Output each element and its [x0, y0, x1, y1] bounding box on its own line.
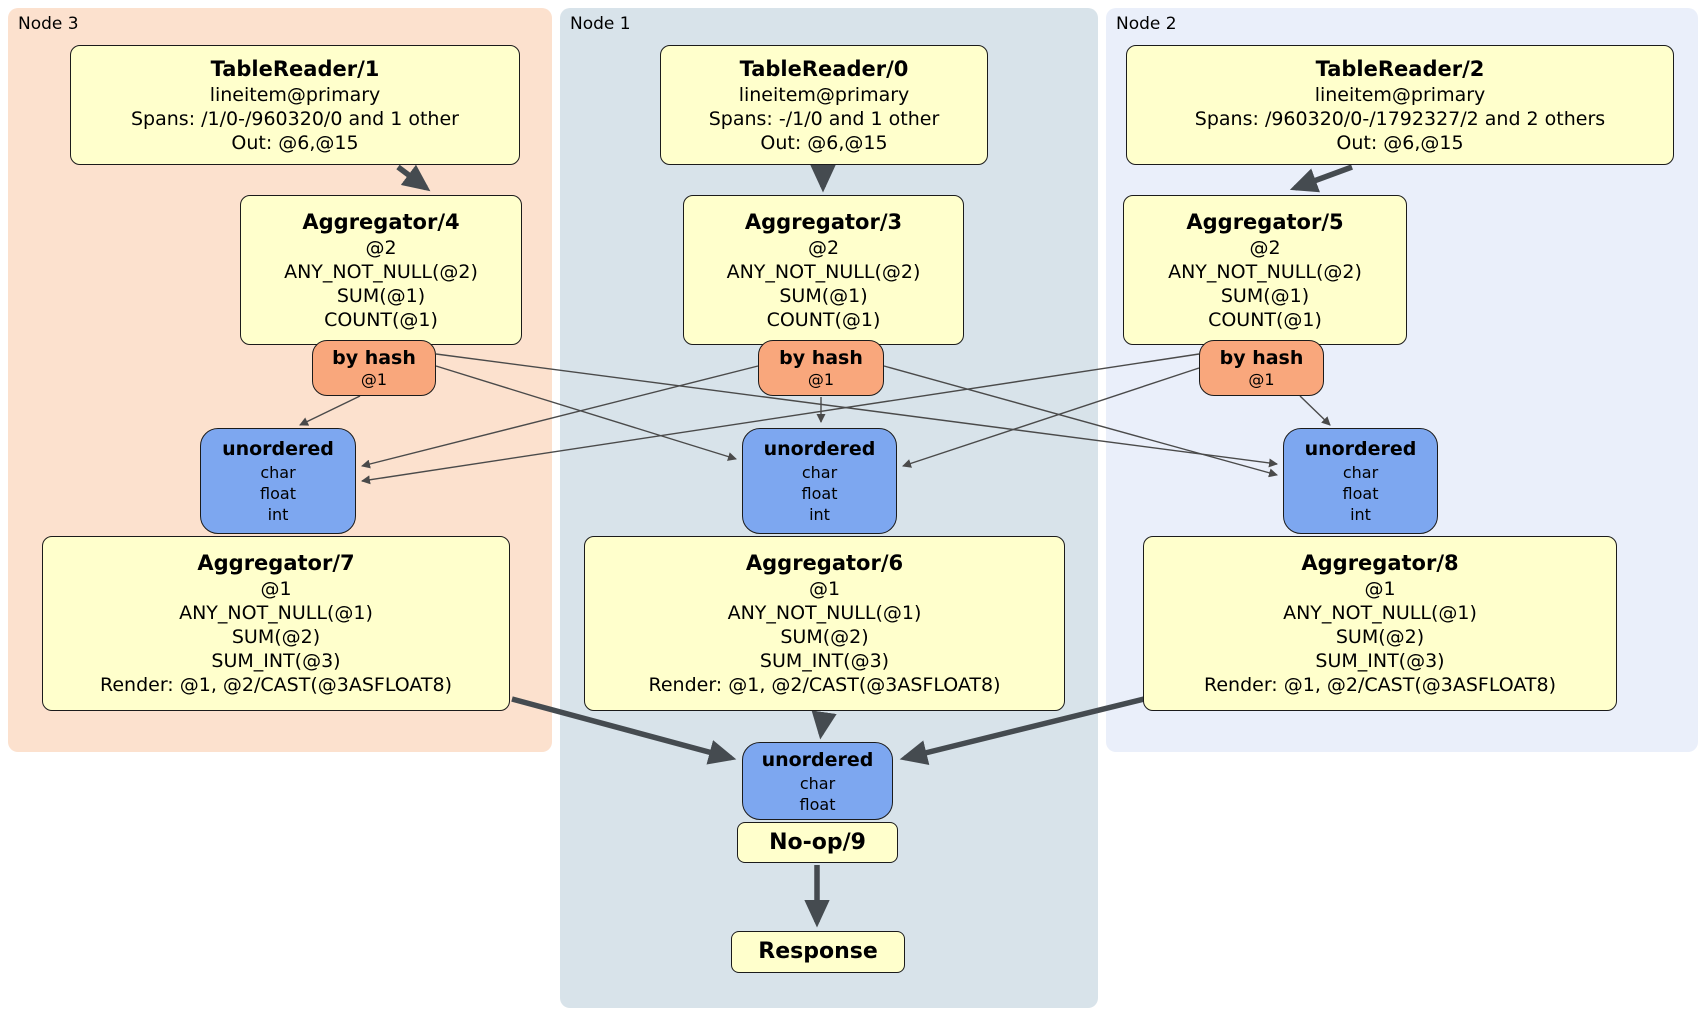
- spans-line: Spans: -/1/0 and 1 other: [708, 107, 940, 130]
- agg-line: @1: [1364, 578, 1396, 600]
- box-title: No-op/9: [769, 829, 866, 855]
- agg-line: COUNT(@1): [766, 308, 881, 331]
- agg-line: SUM_INT(@3): [211, 650, 341, 672]
- sync-column: char: [801, 463, 838, 482]
- sync-column: float: [260, 484, 296, 503]
- index-line: lineitem@primary: [738, 83, 910, 106]
- agg-line: COUNT(@1): [324, 308, 438, 331]
- agg-line: SUM(@1): [336, 284, 426, 307]
- router-title: by hash: [779, 347, 863, 369]
- aggregator-8-box: Aggregator/8 @1 ANY_NOT_NULL(@1) SUM(@2)…: [1143, 536, 1617, 711]
- box-title: Response: [758, 939, 878, 964]
- index-line: lineitem@primary: [1314, 83, 1486, 106]
- index-line: lineitem@primary: [209, 83, 381, 106]
- router-title: by hash: [332, 347, 416, 369]
- out-line: Out: @6,@15: [1336, 131, 1464, 154]
- flow-edges: [396, 164, 1353, 928]
- router-key: @1: [807, 370, 835, 389]
- box-title: TableReader/2: [1315, 56, 1485, 81]
- box-title: Aggregator/3: [744, 209, 903, 234]
- agg-line: SUM(@1): [779, 284, 868, 307]
- sync-column: int: [809, 505, 830, 524]
- hash-stream-edges: [299, 353, 1331, 485]
- sync-title: unordered: [763, 438, 876, 460]
- router-key: @1: [1248, 370, 1275, 389]
- unordered-sync-node3: unordered char float int: [200, 428, 356, 534]
- out-line: Out: @6,@15: [760, 131, 888, 154]
- agg-line: SUM(@1): [1220, 284, 1310, 307]
- sync-column: int: [1350, 505, 1371, 524]
- agg-line: COUNT(@1): [1208, 308, 1322, 331]
- agg-line: @2: [365, 236, 397, 259]
- unordered-sync-node2: unordered char float int: [1283, 428, 1438, 534]
- agg-line: ANY_NOT_NULL(@2): [1168, 260, 1362, 283]
- agg-line: ANY_NOT_NULL(@1): [1283, 602, 1477, 624]
- sync-column: char: [799, 773, 836, 793]
- noop-box: No-op/9: [737, 822, 898, 863]
- agg-line: SUM(@2): [231, 626, 321, 648]
- agg-line: ANY_NOT_NULL(@1): [179, 602, 373, 624]
- spans-line: Spans: /1/0-/960320/0 and 1 other: [131, 107, 459, 130]
- sync-column: float: [1342, 484, 1379, 503]
- aggregator-6-box: Aggregator/6 @1 ANY_NOT_NULL(@1) SUM(@2)…: [584, 536, 1065, 711]
- table-reader-1-box: TableReader/1 lineitem@primary Spans: /1…: [70, 45, 520, 165]
- hash-router-node1: by hash @1: [758, 340, 884, 396]
- router-title: by hash: [1219, 347, 1304, 369]
- sync-title: unordered: [222, 438, 334, 460]
- response-box: Response: [731, 931, 905, 973]
- sync-column: char: [260, 463, 296, 482]
- box-title: Aggregator/6: [745, 551, 904, 575]
- sync-column: float: [801, 484, 838, 503]
- sync-column: int: [267, 505, 289, 524]
- agg-line: @1: [260, 578, 292, 600]
- agg-line: @1: [808, 578, 841, 600]
- node2-label: Node 2: [1116, 14, 1177, 34]
- box-title: Aggregator/7: [197, 551, 355, 575]
- agg-line: SUM_INT(@3): [759, 650, 890, 672]
- render-line: Render: @1, @2/CAST(@3ASFLOAT8): [1204, 674, 1556, 696]
- node3-label: Node 3: [18, 14, 79, 34]
- spans-line: Spans: /960320/0-/1792327/2 and 2 others: [1194, 107, 1606, 130]
- box-title: Aggregator/5: [1186, 209, 1344, 234]
- box-title: Aggregator/4: [302, 209, 460, 234]
- sync-title: unordered: [761, 748, 874, 771]
- box-title: TableReader/0: [739, 56, 909, 81]
- sync-column: char: [1342, 463, 1379, 482]
- sync-title: unordered: [1304, 438, 1417, 460]
- unordered-sync-node1: unordered char float int: [742, 428, 897, 534]
- aggregator-3-box: Aggregator/3 @2 ANY_NOT_NULL(@2) SUM(@1)…: [683, 195, 964, 345]
- agg-line: SUM(@2): [1335, 626, 1425, 648]
- hash-router-node2: by hash @1: [1199, 340, 1324, 396]
- aggregator-7-box: Aggregator/7 @1 ANY_NOT_NULL(@1) SUM(@2)…: [42, 536, 510, 711]
- final-unordered-sync: unordered char float: [742, 742, 893, 820]
- table-reader-0-box: TableReader/0 lineitem@primary Spans: -/…: [660, 45, 988, 165]
- aggregator-4-box: Aggregator/4 @2 ANY_NOT_NULL(@2) SUM(@1)…: [240, 195, 522, 345]
- sync-column: float: [799, 794, 836, 814]
- out-line: Out: @6,@15: [231, 131, 359, 154]
- box-title: Aggregator/8: [1301, 551, 1459, 575]
- router-key: @1: [360, 370, 388, 389]
- aggregator-5-box: Aggregator/5 @2 ANY_NOT_NULL(@2) SUM(@1)…: [1123, 195, 1407, 345]
- agg-line: SUM_INT(@3): [1315, 650, 1445, 672]
- table-reader-2-box: TableReader/2 lineitem@primary Spans: /9…: [1126, 45, 1674, 165]
- agg-line: @2: [1249, 236, 1281, 259]
- render-line: Render: @1, @2/CAST(@3ASFLOAT8): [100, 674, 452, 696]
- agg-line: ANY_NOT_NULL(@2): [726, 260, 921, 283]
- node1-label: Node 1: [570, 14, 631, 34]
- agg-line: ANY_NOT_NULL(@2): [284, 260, 478, 283]
- hash-router-node3: by hash @1: [312, 340, 436, 396]
- box-title: TableReader/1: [210, 56, 380, 81]
- agg-line: @2: [807, 236, 840, 259]
- agg-line: SUM(@2): [780, 626, 869, 648]
- agg-line: ANY_NOT_NULL(@1): [727, 602, 922, 624]
- render-line: Render: @1, @2/CAST(@3ASFLOAT8): [648, 674, 1001, 696]
